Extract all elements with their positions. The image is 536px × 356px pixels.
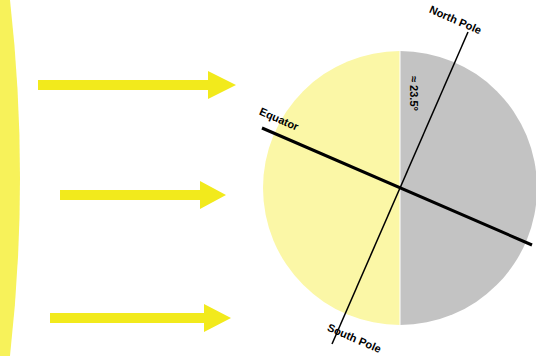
rotation-axis [332, 32, 468, 344]
ray-arrow [38, 71, 236, 99]
equator-line [262, 128, 532, 245]
angle-label: ≈ 23.5° [408, 76, 419, 111]
ray-arrow [60, 181, 226, 209]
ray-arrow [50, 304, 231, 332]
sun [0, 0, 20, 356]
sun-rays [38, 71, 236, 332]
night-side [400, 51, 536, 325]
pole-label: North Pole [428, 4, 483, 36]
day-side [263, 51, 400, 325]
